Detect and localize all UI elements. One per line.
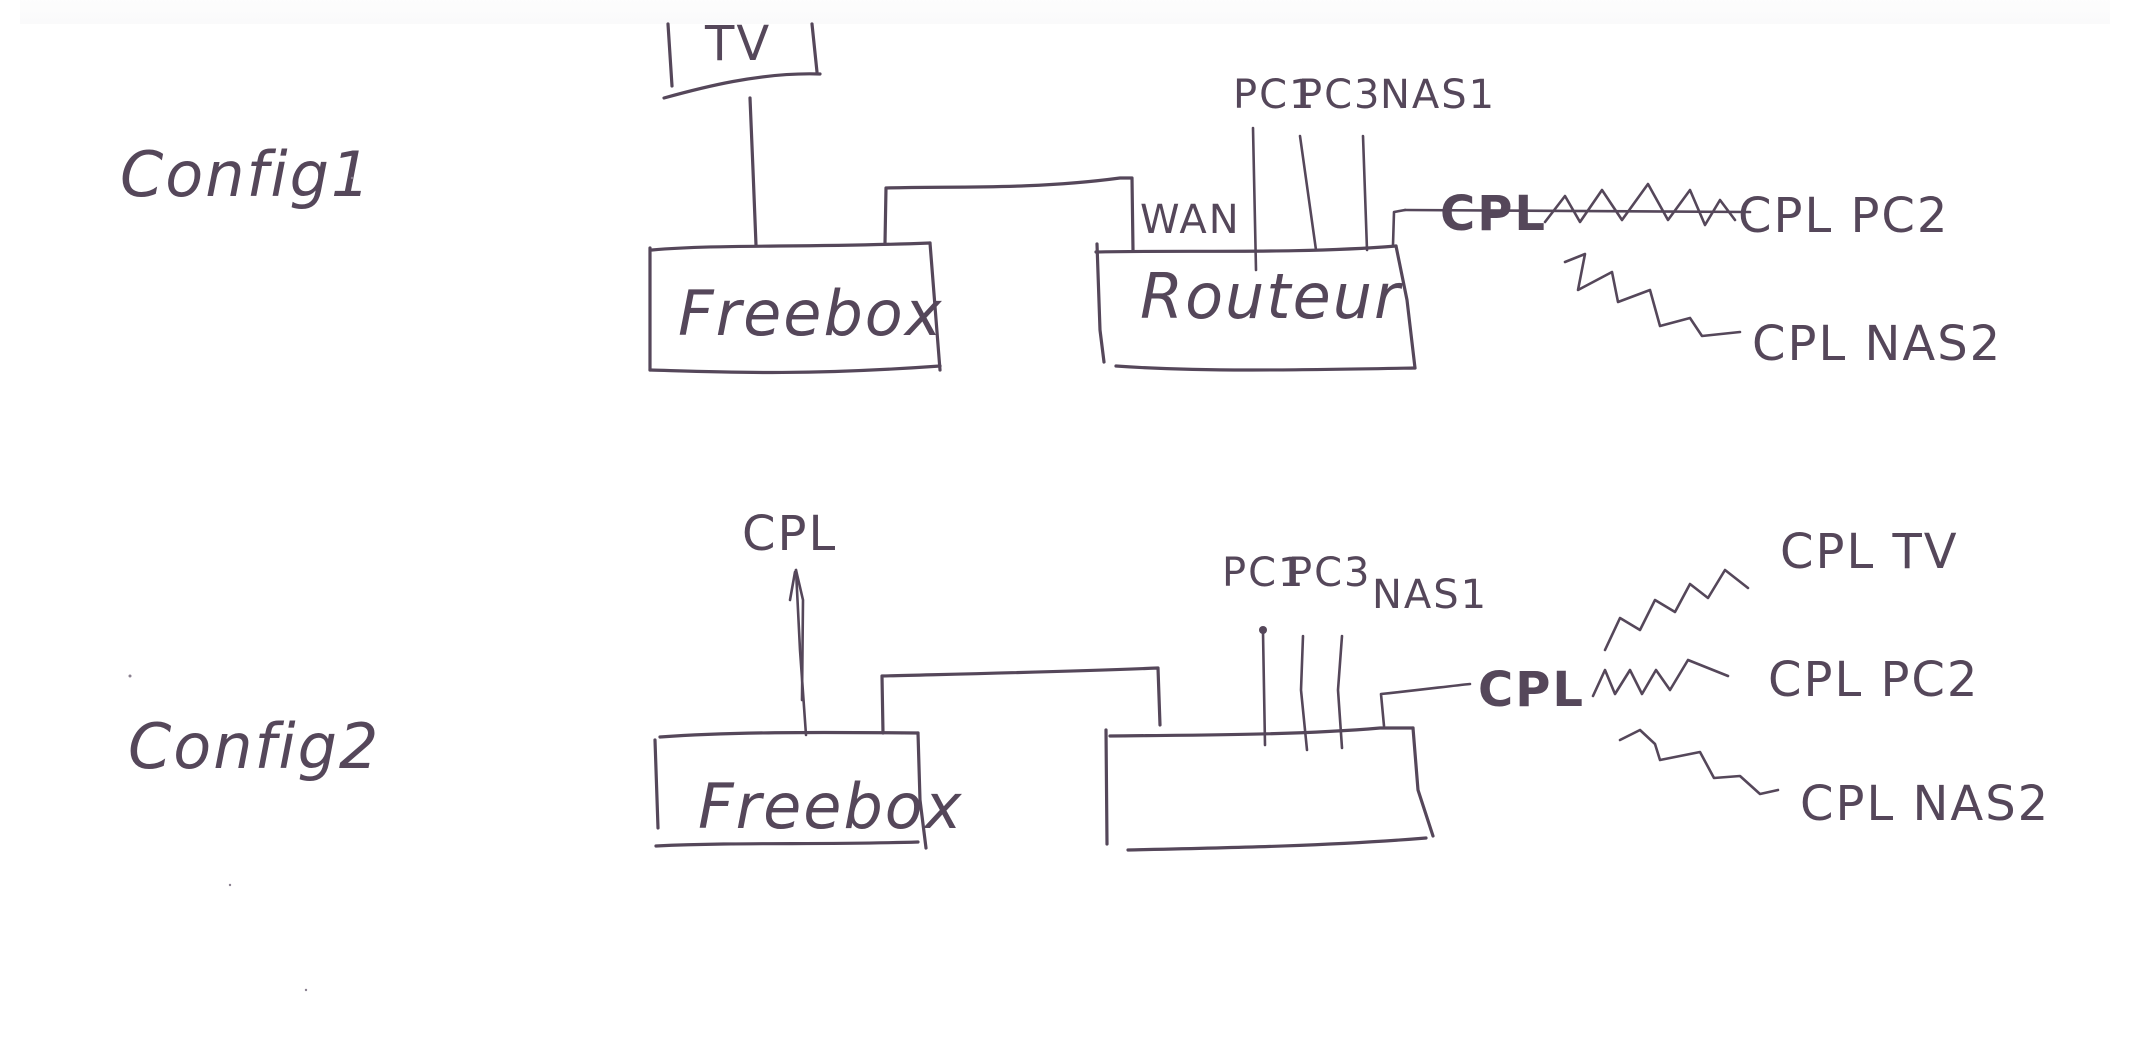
router2-port-label-pc3: PC3 [1288,550,1372,596]
router2-left-edge [1104,728,1109,846]
scan-speck [350,176,354,180]
config1-freebox-router-wire [883,176,1135,252]
tv-label: TV [704,16,771,72]
wan-label: WAN [1140,197,1241,243]
scan-top-band [20,0,2110,24]
config1-label: Config1 [120,138,372,211]
router2-port-wire-pc1 [1261,630,1267,747]
tv-box-left-edge [666,22,674,88]
config2-powerline-pc2 [1591,658,1730,698]
freebox2-top-edge [658,730,920,739]
freebox2-left-edge [653,738,660,830]
config1-cpl-line [1403,208,1752,214]
config2-freebox-cpl-arrow [788,568,808,737]
freebox1-label: Freebox [678,277,943,350]
freebox2-right-edge [916,731,928,850]
router1-port-label-pc1: PC1 [1233,72,1317,118]
freebox2-label: Freebox [698,770,963,843]
router2-cpl-wire [1379,682,1472,728]
config1-powerline-nas2 [1563,252,1742,338]
config2-cpl-endpoint-nas2: CPL NAS2 [1800,776,2050,832]
freebox1-top-edge [650,241,932,252]
config1-group: Config1 TV Freebox WAN [120,16,2002,375]
config1-cpl-endpoint-pc2: CPL PC2 [1738,188,1949,244]
scan-speck [304,988,308,992]
config2-cpl-endpoint-pc2: CPL PC2 [1768,652,1979,708]
router1-port-label-pc3: PC3 [1298,72,1382,118]
arrow-head-icon [788,568,805,702]
config1-tv-freebox-wire [748,96,758,247]
router1-left-edge [1095,242,1106,364]
router2-right-edge [1411,726,1435,838]
router2-port-label-nas1: NAS1 [1372,572,1488,618]
router2-top-edge [1108,726,1415,738]
freebox1-right-edge [928,241,942,372]
router1-right-edge [1394,244,1417,370]
scan-speck [128,674,132,678]
tv-box-bottom-edge [662,72,822,100]
config2-powerline-tv [1603,568,1750,652]
config1-router-node: Routeur [1094,242,1417,372]
router1-top-edge [1094,244,1398,254]
freebox2-bottom-edge [654,840,920,848]
config2-group: Config2 CPL Freebox [128,506,2050,852]
config2-cpl-endpoint-tv: CPL TV [1780,524,1959,580]
config2-freebox-node: Freebox [653,730,963,850]
router1-port-wire-pc1 [1251,126,1258,272]
scan-speck [228,883,232,887]
config1-tv-node: TV [662,16,822,100]
tv-box-right-edge [810,22,819,74]
config1-cpl-endpoint-nas2: CPL NAS2 [1752,316,2002,372]
freebox1-bottom-edge [648,364,942,375]
router2-port-label-pc1: PC1 [1222,550,1306,596]
config1-freebox-node: Freebox [648,241,943,375]
config2-label: Config2 [128,710,380,783]
router1-port-label-nas1: NAS1 [1380,72,1496,118]
router1-bottom-edge [1114,364,1417,372]
config2-powerline-nas2 [1618,728,1780,796]
router2-port-wire-pc3 [1299,634,1309,752]
config2-cpl-hub-label: CPL [1478,662,1585,718]
arrow-shaft [794,568,808,737]
config2-freebox-uplink-label: CPL [742,506,837,562]
router1-port-wire-nas1 [1361,134,1369,252]
router2-port-wire-nas1 [1336,634,1344,750]
router2-bottom-edge [1126,836,1428,852]
config2-freebox-router-wire [880,666,1162,735]
router1-label: Routeur [1140,260,1403,333]
config1-cpl-hub-label: CPL [1440,186,1547,242]
config2-router-node [1104,726,1435,852]
router2-port-pc1-endpoint [1259,626,1267,634]
config1-powerline-pc2 [1543,182,1737,227]
router1-cpl-stub [1391,208,1407,247]
router1-port-wire-pc3 [1298,134,1318,252]
